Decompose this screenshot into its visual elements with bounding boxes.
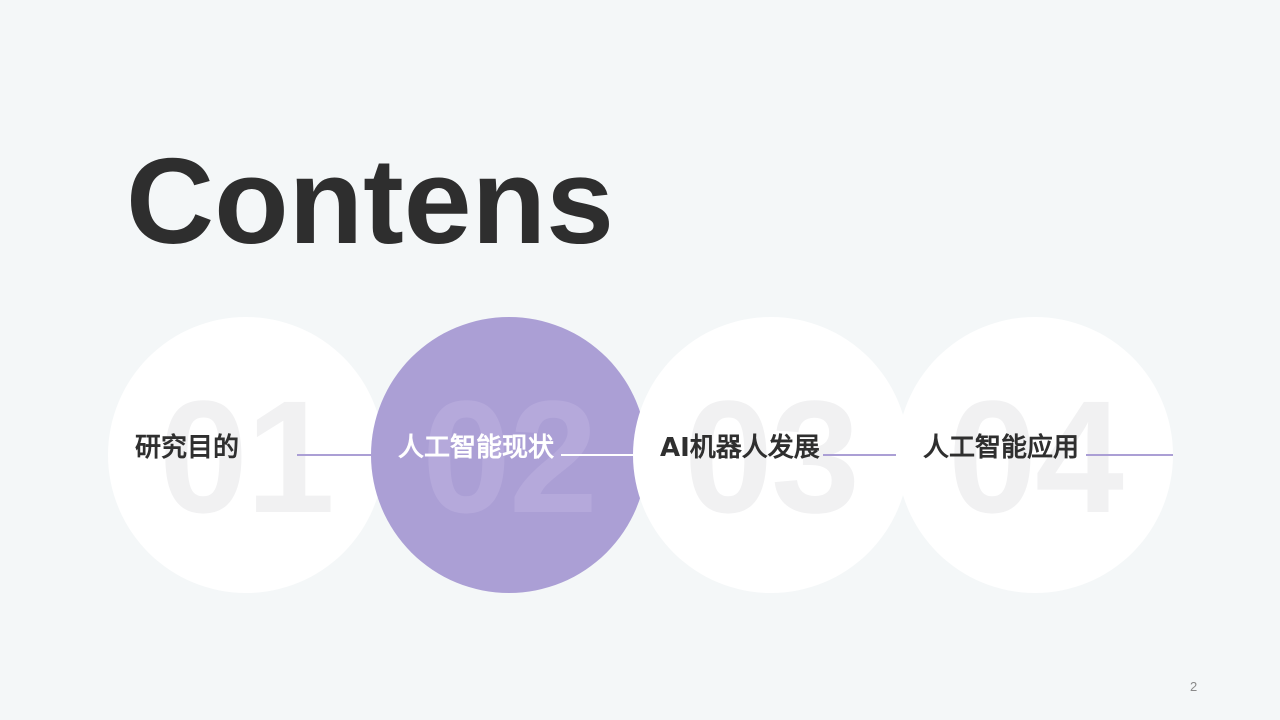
slide-title: Contens — [126, 133, 614, 269]
connector-line-01 — [297, 454, 371, 456]
toc-number-02: 02 — [422, 367, 598, 546]
toc-number-03: 03 — [684, 367, 860, 546]
toc-circle-03[interactable]: 03 — [633, 317, 909, 593]
toc-label-01[interactable]: 研究目的 — [135, 433, 240, 463]
toc-label-04[interactable]: 人工智能应用 — [923, 433, 1080, 463]
toc-number-04: 04 — [948, 367, 1124, 546]
toc-number-01: 01 — [159, 367, 335, 546]
toc-label-02[interactable]: 人工智能现状 — [398, 433, 555, 463]
page-number: 2 — [1190, 679, 1198, 694]
connector-line-02 — [561, 454, 633, 456]
connector-line-03 — [823, 454, 896, 456]
toc-label-03[interactable]: AI机器人发展 — [660, 433, 820, 463]
connector-line-04 — [1086, 454, 1173, 456]
